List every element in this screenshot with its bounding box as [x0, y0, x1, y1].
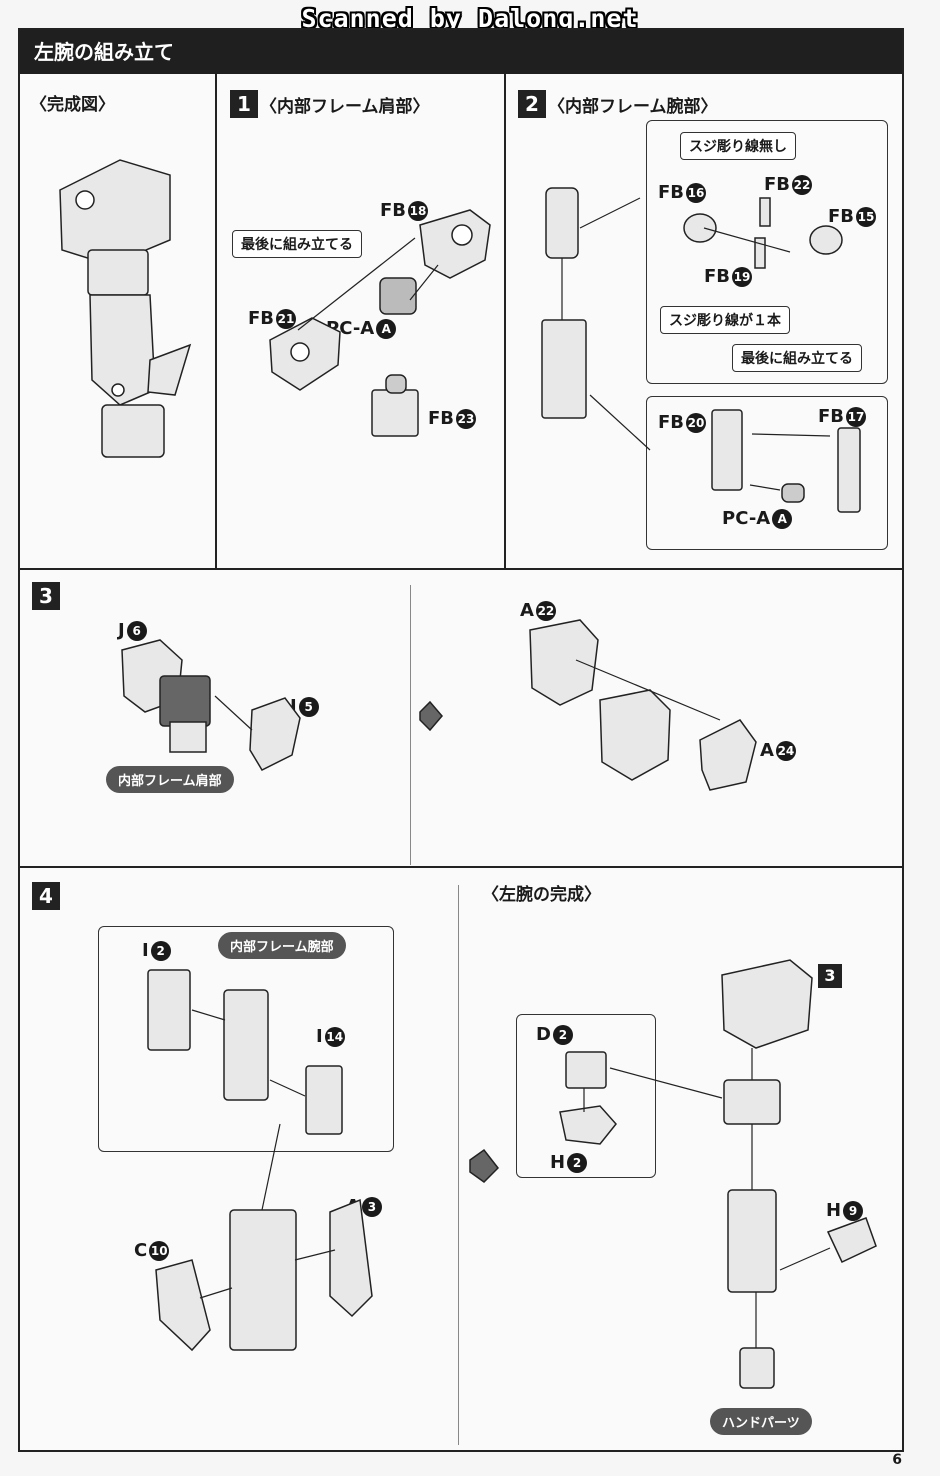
divider-h1	[20, 568, 902, 570]
step2-note-no-line: スジ彫り線無し	[680, 132, 796, 160]
final-pill: ハンドパーツ	[710, 1408, 812, 1435]
step4-inset	[98, 926, 394, 1152]
divider-h2	[20, 866, 902, 868]
step2-note-last: 最後に組み立てる	[732, 344, 862, 372]
step2-number: 2	[518, 90, 546, 118]
step4-number: 4	[32, 882, 60, 910]
step1-number: 1	[230, 90, 258, 118]
step1-label: 〈内部フレーム肩部〉	[260, 97, 430, 117]
divider-v2	[504, 74, 506, 568]
divider-v4	[458, 885, 459, 1445]
final-step-ref: 3	[818, 964, 842, 988]
divider-v1	[215, 74, 217, 568]
final-label: 〈左腕の完成〉	[482, 885, 601, 905]
step3-number: 3	[32, 582, 60, 610]
step3-pill: 内部フレーム肩部	[106, 766, 234, 793]
step1-note: 最後に組み立てる	[232, 230, 362, 258]
divider-v3	[410, 585, 411, 865]
step2-label: 〈内部フレーム腕部〉	[548, 97, 718, 117]
page-title: 左腕の組み立て	[20, 30, 902, 74]
step2-inset-bottom	[646, 396, 888, 550]
step4-pill: 内部フレーム腕部	[218, 932, 346, 959]
step2-inset-top	[646, 120, 888, 384]
step2-note-one-line: スジ彫り線が１本	[660, 306, 790, 334]
page-number: 6	[892, 1452, 902, 1468]
completed-label: 〈完成図〉	[30, 95, 115, 115]
